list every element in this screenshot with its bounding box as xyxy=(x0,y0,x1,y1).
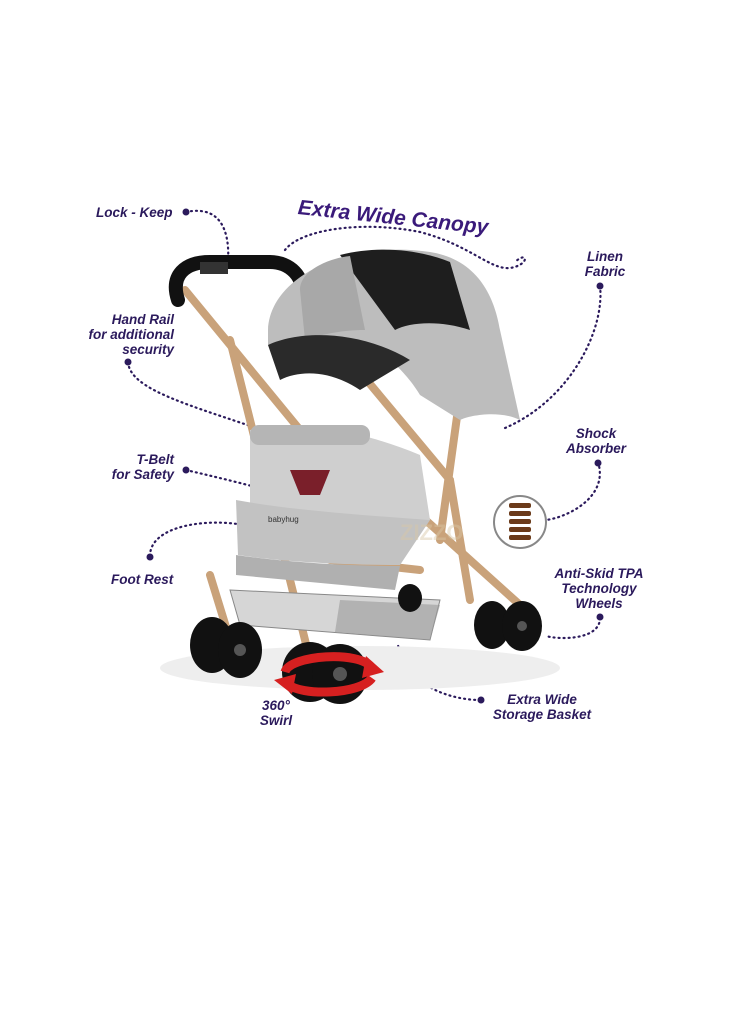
swirl-line1: 360° xyxy=(262,698,290,713)
foot-rest xyxy=(236,555,400,590)
watermark: ZIZZO xyxy=(400,520,464,545)
seat-base xyxy=(236,500,430,565)
brand-mark: babyhug xyxy=(268,515,299,524)
hand-rail-bar xyxy=(250,425,370,445)
canopy-panel xyxy=(300,256,365,340)
t-belt-title: T-Belt xyxy=(136,452,174,467)
leader-lock xyxy=(184,209,230,264)
canopy-black-panel xyxy=(340,249,470,330)
anti-skid-line3: Wheels xyxy=(575,596,623,611)
linen-line1: Linen xyxy=(587,249,623,264)
handle-lock xyxy=(200,262,228,274)
label-shock-absorber: Shock Absorber xyxy=(560,426,632,456)
seat-back xyxy=(250,426,430,520)
label-360-swirl: 360° Swirl xyxy=(252,698,300,728)
basket-line1: Extra Wide xyxy=(507,692,577,707)
shock-absorber-spring xyxy=(493,495,547,549)
shock-line1: Shock xyxy=(575,426,617,441)
wheel-hubs xyxy=(234,621,527,681)
t-belt-line1: for Safety xyxy=(111,467,174,482)
basket-line2: Storage Basket xyxy=(492,707,592,722)
shock-line2: Absorber xyxy=(565,441,626,456)
leader-wheels xyxy=(544,616,602,640)
anti-skid-line2: Technology xyxy=(561,581,637,596)
hand-rail-line1: for additional xyxy=(88,327,175,342)
leader-handrail xyxy=(126,360,270,434)
hand-rail-line2: security xyxy=(122,342,174,357)
swirl-line2: Swirl xyxy=(259,713,293,728)
label-lock-keep: Lock - Keep xyxy=(96,205,173,220)
label-t-belt: T-Belt for Safety xyxy=(100,452,174,482)
canopy-inner xyxy=(268,335,410,390)
label-foot-rest: Foot Rest xyxy=(111,572,174,587)
leader-linen xyxy=(503,284,602,430)
linen-line2: Fabric xyxy=(584,264,626,279)
label-storage-basket: Extra Wide Storage Basket xyxy=(490,692,594,722)
label-linen-fabric: Linen Fabric xyxy=(578,249,632,279)
label-hand-rail: Hand Rail for additional security xyxy=(82,312,175,357)
leader-dots xyxy=(124,208,604,704)
t-belt xyxy=(290,470,330,495)
leader-footrest xyxy=(148,521,270,558)
label-anti-skid-wheels: Anti-Skid TPA Technology Wheels xyxy=(548,566,650,611)
hand-rail-title: Hand Rail xyxy=(111,312,174,327)
leader-shock xyxy=(542,460,601,522)
swirl-arrow xyxy=(274,652,384,697)
anti-skid-line1: Anti-Skid TPA xyxy=(554,566,644,581)
